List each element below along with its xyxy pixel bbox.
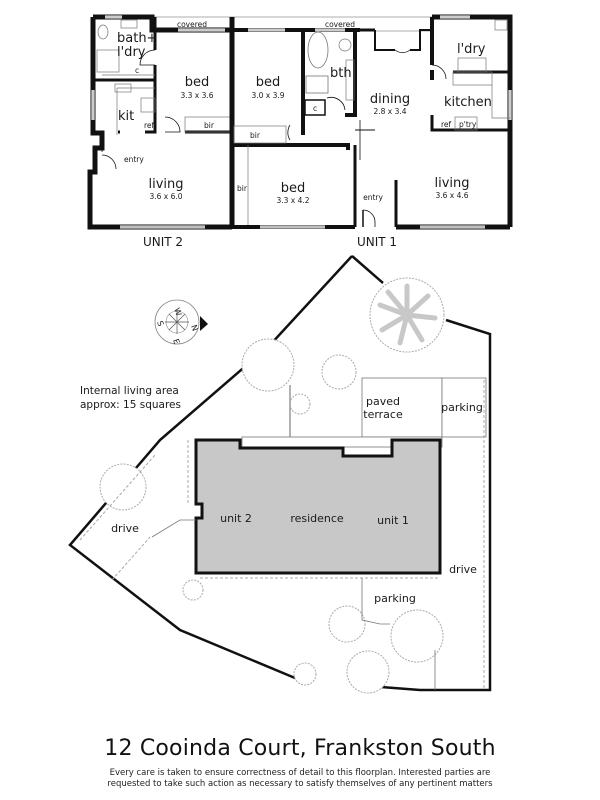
residence-label: residence <box>290 512 344 525</box>
room-living-label: living <box>148 177 183 192</box>
internal-area-note: Internal living area approx: 15 squares <box>80 384 181 412</box>
room-bed-label: bed <box>185 75 210 90</box>
covered-label-left: covered <box>177 20 207 29</box>
compass-icon: W N E S <box>154 299 208 346</box>
entry-label: entry <box>124 155 144 164</box>
site-plan: paved terrace parking unit 2 residence u… <box>68 255 492 694</box>
room-dining-label: dining <box>370 92 410 107</box>
floorplan-labels: covered covered bath+ l'dry c bed 3.3 x … <box>117 20 492 249</box>
room-bed1-dim: 3.0 x 3.9 <box>251 91 284 100</box>
drive-right-label: drive <box>449 563 477 576</box>
room-kitchen-label: kitchen <box>444 95 492 110</box>
unit1-site-label: unit 1 <box>377 514 409 527</box>
room-living-dim-unit1: 3.6 x 4.6 <box>435 191 468 200</box>
cupboard-label: c <box>135 66 139 75</box>
bir-label: bir <box>204 121 215 130</box>
pantry-label: p'try <box>459 120 477 129</box>
compass-s: S <box>155 320 165 328</box>
room-bath-label: bath+ <box>117 31 157 46</box>
disclaimer-line2: requested to take such action as necessa… <box>107 779 493 789</box>
paved-terrace-label-1: paved <box>366 395 400 408</box>
room-living-label-unit1: living <box>434 176 469 191</box>
disclaimer: Every care is taken to ensure correctnes… <box>0 768 600 790</box>
paved-terrace-label-2: terrace <box>363 408 403 421</box>
room-bed2-label: bed <box>281 181 306 196</box>
bir-label-unit1-bed2: bir <box>237 184 248 193</box>
ref-label-unit1: ref <box>441 120 452 129</box>
room-bed-dim: 3.3 x 3.6 <box>180 91 213 100</box>
parking-bottom-label: parking <box>374 592 416 605</box>
ref-label: ref <box>144 121 155 130</box>
unit2-label: UNIT 2 <box>143 235 183 249</box>
area-note-line2: approx: 15 squares <box>80 399 181 411</box>
area-note-line1: Internal living area <box>80 385 179 397</box>
residence-footprint <box>194 438 442 575</box>
compass-e: E <box>171 338 181 346</box>
floor-plan <box>87 14 513 230</box>
room-living-dim: 3.6 x 6.0 <box>149 192 182 201</box>
cupboard-label-unit1: c <box>313 104 317 113</box>
room-bth-label: bth <box>330 66 352 81</box>
covered-label-right: covered <box>325 20 355 29</box>
disclaimer-line1: Every care is taken to ensure correctnes… <box>109 768 491 778</box>
unit1-label: UNIT 1 <box>357 235 397 249</box>
parking-top-label: parking <box>441 401 483 414</box>
room-bed2-dim: 3.3 x 4.2 <box>276 196 309 205</box>
room-bed1-label: bed <box>256 75 281 90</box>
room-kit-label: kit <box>118 109 134 124</box>
compass-n: N <box>189 324 200 333</box>
room-ldry-label: l'dry <box>117 45 146 60</box>
room-dining-dim: 2.8 x 3.4 <box>373 107 406 116</box>
property-title: 12 Cooinda Court, Frankston South <box>104 736 496 761</box>
entry-label-unit1: entry <box>363 193 383 202</box>
drive-left-label: drive <box>111 522 139 535</box>
bir-label-unit1: bir <box>250 131 261 140</box>
compass-w: W <box>172 307 183 318</box>
room-ldry-label-unit1: l'dry <box>457 42 486 57</box>
unit2-site-label: unit 2 <box>220 512 252 525</box>
